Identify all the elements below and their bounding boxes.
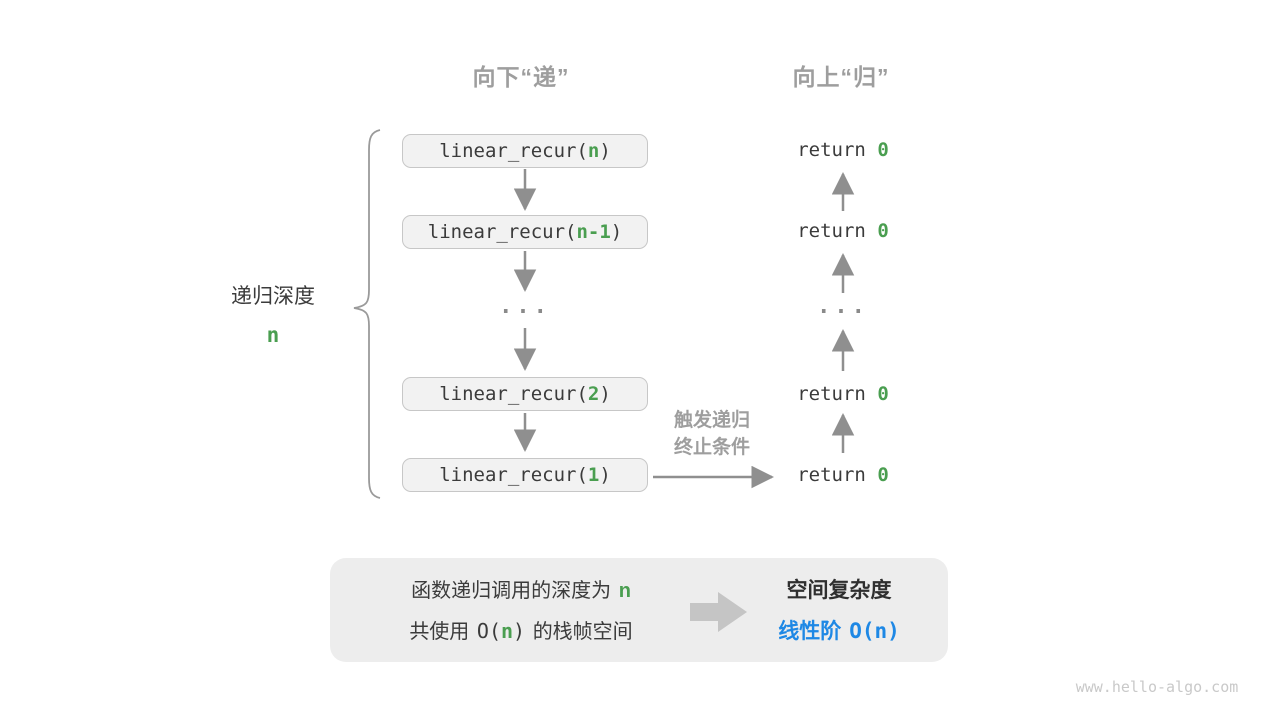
terminate-line2: 终止条件 — [673, 437, 750, 458]
return-value: 0 — [877, 464, 889, 486]
summary-right: 空间复杂度 线性阶 O(n) — [739, 571, 939, 652]
call-box-2: linear_recur(2) — [402, 377, 648, 411]
fn-close: ) — [610, 221, 623, 243]
return-statement: return 0 — [763, 381, 923, 407]
summary-line2: 共使用 O(n) 的栈帧空间 — [356, 611, 686, 652]
fn-name: linear_recur( — [439, 383, 588, 405]
depth-label-text: 递归深度 — [231, 285, 315, 308]
return-keyword: return — [797, 139, 878, 161]
header-ascend: 向上“归” — [792, 64, 890, 90]
fn-arg: n-1 — [576, 221, 611, 243]
header-descend: 向下“递” — [472, 64, 570, 90]
fn-close: ) — [599, 383, 611, 405]
summary-line1-text: 函数递归调用的深度为 — [411, 580, 612, 602]
watermark: www.hello-algo.com — [1075, 678, 1239, 696]
terminate-label: 触发递归 终止条件 — [648, 407, 776, 461]
depth-value: n — [266, 323, 280, 347]
fn-arg: n — [587, 140, 600, 162]
summary-line2-pre: 共使用 — [409, 621, 470, 643]
return-value: 0 — [877, 383, 889, 405]
big-o-var: n — [501, 619, 514, 643]
fn-name: linear_recur( — [439, 464, 588, 486]
stack-ellipsis: ... — [499, 294, 551, 319]
fn-arg: 1 — [587, 464, 600, 486]
fn-arg: 2 — [587, 383, 600, 405]
summary-line1: 函数递归调用的深度为 n — [356, 571, 686, 611]
summary-line1-var: n — [618, 580, 631, 602]
summary-panel — [330, 558, 948, 662]
fn-close: ) — [599, 140, 611, 162]
big-o-open: O( — [476, 619, 501, 643]
fn-name: linear_recur( — [427, 221, 577, 243]
result-label: 线性阶 — [778, 620, 842, 643]
fn-name: linear_recur( — [439, 140, 588, 162]
terminate-line1: 触发递归 — [673, 410, 750, 431]
return-statement: return 0 — [763, 218, 923, 244]
return-keyword: return — [797, 220, 878, 242]
call-box-n: linear_recur(n) — [402, 134, 648, 168]
return-value: 0 — [877, 139, 889, 161]
depth-label: 递归深度 n — [205, 283, 341, 349]
summary-line2-post: 的栈帧空间 — [532, 621, 633, 643]
space-complexity-title: 空间复杂度 — [786, 579, 892, 602]
return-statement: return 0 — [763, 137, 923, 163]
result-big-o: O(n) — [849, 619, 900, 643]
call-box-1: linear_recur(1) — [402, 458, 648, 492]
call-box-n-1: linear_recur(n-1) — [402, 215, 648, 249]
fn-close: ) — [599, 464, 611, 486]
depth-brace — [353, 129, 381, 499]
big-o-close: ) — [513, 619, 526, 643]
return-statement: return 0 — [763, 462, 923, 488]
return-ellipsis: ... — [817, 294, 869, 319]
return-value: 0 — [877, 220, 889, 242]
return-keyword: return — [797, 464, 878, 486]
return-keyword: return — [797, 383, 878, 405]
space-complexity-result: 线性阶 O(n) — [739, 611, 939, 652]
